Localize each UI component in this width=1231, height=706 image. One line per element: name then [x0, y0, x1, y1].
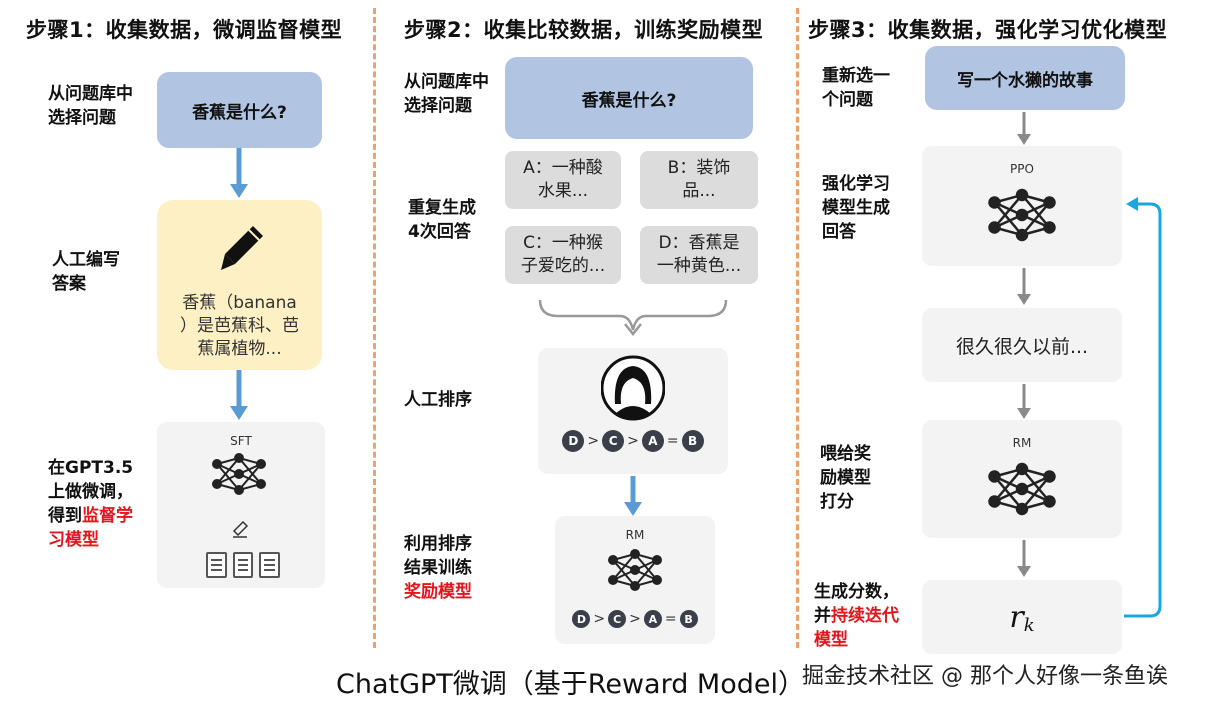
rank-op-3: = [666, 433, 679, 449]
step3-label-select: 重新选一 个问题 [822, 66, 890, 110]
rank-ball-d: D [572, 610, 591, 628]
document-icons [203, 552, 283, 578]
rank-ball-b: B [681, 430, 704, 452]
step2-label-select: 从问题库中 选择问题 [404, 72, 489, 116]
step3-generated-text: 很久很久以前... [955, 335, 1089, 358]
answer-card-a: A：一种酸 水果... [505, 151, 621, 209]
rank-op-3: = [664, 611, 677, 627]
feedback-loop-arrow [1124, 197, 1162, 618]
neural-net-icon [607, 548, 663, 592]
column-divider-1 [373, 8, 376, 648]
step3-ppo-panel: PPO [922, 146, 1122, 266]
step2-title: 步骤2：收集比较数据，训练奖励模型 [404, 18, 764, 42]
step2-question-text: 香蕉是什么? [581, 90, 677, 111]
answer-card-d: D：香蕉是 一种黄色... [640, 226, 758, 284]
rank-ball-a: A [641, 430, 664, 452]
step3-label-rl: 强化学习 模型生成 回答 [822, 174, 890, 242]
step1-question-text: 香蕉是什么? [192, 102, 287, 123]
step3-arrow-3 [1017, 384, 1031, 419]
step2-rm-panel: RM D > C > A = B [555, 516, 715, 644]
bottom-caption: ChatGPT微调（基于Reward Model） [336, 669, 805, 700]
step3-arrow-2 [1017, 268, 1031, 305]
step1-title: 步骤1：收集数据，微调监督模型 [26, 18, 343, 42]
step1-arrow-down-1 [230, 148, 248, 198]
rm-ranking-sequence: D > C > A = B [555, 610, 715, 628]
step2-arrow-down [624, 476, 642, 516]
small-pencil-icon [232, 520, 249, 538]
step3-policy-name: PPO [1010, 162, 1034, 176]
step2-label-train-text: 利用排序 结果训练 [404, 534, 472, 578]
document-icon [206, 552, 227, 578]
step1-label-train-highlight: 监督学 习模型 [48, 506, 133, 550]
rank-ball-a: A [643, 610, 662, 628]
step2-label-rank: 人工排序 [404, 390, 472, 410]
watermark: 掘金技术社区 @ 那个人好像一条鱼诶 [802, 664, 1168, 689]
step3-label-feed: 喂给奖 励模型 打分 [820, 444, 871, 512]
neural-net-icon [987, 187, 1057, 243]
step2-question-box: 香蕉是什么? [505, 57, 753, 139]
rank-ball-c: C [608, 610, 627, 628]
merge-bracket [538, 299, 728, 337]
step2-label-generate: 重复生成 4次回答 [408, 198, 476, 242]
step3-label-score-text: 生成分数， 并 [814, 582, 899, 626]
step3-arrow-1 [1017, 112, 1031, 145]
rank-op-1: > [587, 433, 600, 449]
score-subscript: k [1023, 614, 1035, 636]
step1-answer-text: 香蕉（banana ）是芭蕉科、芭 蕉属植物... [180, 293, 299, 359]
person-avatar-icon [601, 355, 665, 421]
step1-answer-box: 香蕉（banana ）是芭蕉科、芭 蕉属植物... [157, 200, 322, 370]
ranking-sequence: D > C > A = B [538, 430, 728, 452]
rank-op-2: > [627, 433, 639, 449]
score-symbol: r [1009, 599, 1024, 635]
pencil-icon [221, 226, 263, 270]
step3-question-text: 写一个水獭的故事 [957, 70, 1093, 91]
step1-label-train-text: 在GPT3.5 上做微调， 得到 [48, 458, 134, 526]
step3-title: 步骤3：收集数据，强化学习优化模型 [808, 18, 1168, 42]
rank-ball-b: B [679, 610, 698, 628]
rank-op-2: > [629, 611, 641, 627]
rank-op-1: > [593, 611, 606, 627]
neural-net-icon [987, 461, 1057, 517]
step2-ranking-panel: D > C > A = B [538, 348, 728, 474]
step2-label-train-highlight: 奖励模型 [404, 582, 472, 602]
rank-ball-c: C [602, 430, 625, 452]
step1-label-write: 人工编写 答案 [52, 250, 120, 294]
step1-arrow-down-2 [230, 370, 248, 420]
column-divider-2 [796, 8, 799, 648]
step3-label-score-highlight: 持续迭代 模型 [814, 606, 899, 650]
step3-question-box: 写一个水獭的故事 [925, 46, 1125, 110]
step1-model-name: SFT [230, 434, 252, 448]
step3-arrow-4 [1017, 540, 1031, 577]
step1-label-train: 在GPT3.5 上做微调， 得到监督学 习模型 [48, 456, 133, 552]
answer-card-c: C：一种猴 子爱吃的... [505, 226, 621, 284]
step1-sft-panel: SFT [157, 422, 325, 588]
neural-net-icon [211, 452, 267, 496]
step3-reward-name: RM [1012, 436, 1032, 450]
step2-model-name: RM [625, 528, 645, 542]
document-icon [259, 552, 281, 578]
step3-label-score: 生成分数， 并持续迭代 模型 [814, 580, 899, 652]
step1-question-box: 香蕉是什么? [157, 72, 322, 148]
answer-card-b: B：装饰 品... [640, 151, 758, 209]
step2-label-train: 利用排序 结果训练 奖励模型 [404, 532, 472, 604]
step3-generated-box: 很久很久以前... [922, 308, 1122, 382]
step1-label-select: 从问题库中 选择问题 [48, 84, 133, 128]
step3-rm-panel: RM [922, 420, 1122, 538]
rank-ball-d: D [562, 430, 585, 452]
document-icon [232, 552, 254, 578]
